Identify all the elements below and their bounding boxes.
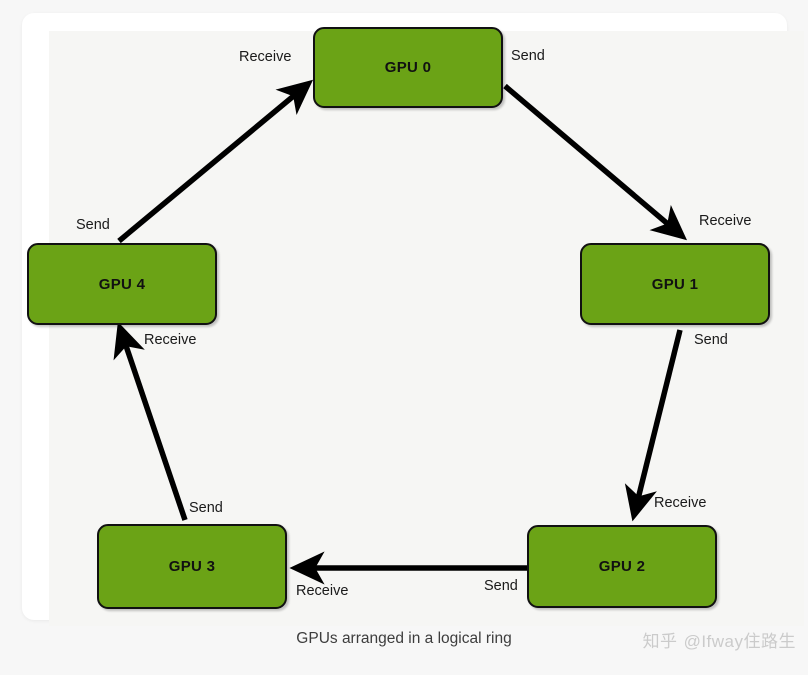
edge-label-gpu1-receive: Receive [699, 213, 752, 229]
zhihu-watermark: 知乎 @Ifway住路生 [643, 627, 796, 652]
edge-label-gpu3-receive: Receive [296, 583, 349, 599]
edge-label-gpu1-send: Send [694, 332, 728, 348]
edge-label-gpu4-receive: Receive [144, 332, 197, 348]
edge-gpu1-to-gpu2 [624, 329, 683, 522]
zhihu-logo-text: 知乎 [642, 632, 678, 651]
node-gpu-4-label: GPU 4 [98, 275, 146, 293]
edge-gpu3-to-gpu4 [113, 321, 188, 521]
node-gpu-0[interactable]: GPU 0 [313, 27, 503, 108]
node-gpu-1[interactable]: GPU 1 [580, 243, 770, 325]
node-gpu-4[interactable]: GPU 4 [27, 243, 217, 325]
edge-label-gpu0-receive: Receive [239, 49, 292, 65]
figure-caption: GPUs arranged in a logical ring [296, 630, 512, 647]
edge-label-gpu2-send: Send [484, 578, 518, 594]
edge-label-gpu2-receive: Receive [654, 495, 707, 511]
node-gpu-1-label: GPU 1 [651, 275, 699, 293]
node-gpu-0-label: GPU 0 [384, 59, 432, 76]
zhihu-handle: @Ifway住路生 [683, 632, 796, 651]
edge-label-gpu3-send: Send [189, 500, 223, 516]
node-gpu-3[interactable]: GPU 3 [97, 524, 287, 609]
edge-gpu4-to-gpu0 [117, 79, 314, 244]
edge-gpu0-to-gpu1 [503, 83, 688, 241]
node-gpu-2[interactable]: GPU 2 [527, 525, 717, 608]
edge-label-gpu4-send: Send [76, 217, 110, 233]
node-gpu-2-label: GPU 2 [598, 558, 646, 575]
edge-label-gpu0-send: Send [511, 48, 545, 64]
node-gpu-3-label: GPU 3 [168, 558, 216, 575]
